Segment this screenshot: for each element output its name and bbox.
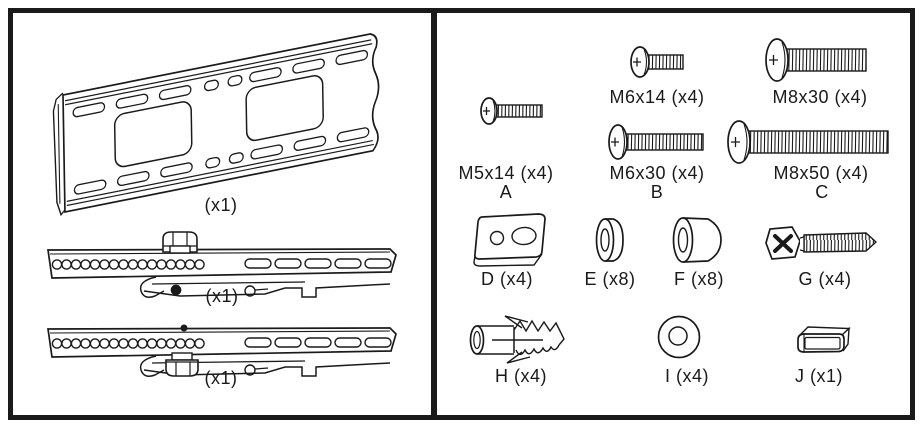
- bracket-arm-bottom-drawing: [47, 324, 397, 378]
- lag-bolt-label: G (x4): [798, 269, 852, 289]
- washer-label: I (x4): [664, 366, 710, 386]
- panel-divider: [431, 8, 437, 420]
- screw-m8x50-drawing: [727, 120, 889, 164]
- wall-anchor-drawing: [469, 315, 565, 364]
- spacer-plate-drawing: [473, 213, 546, 267]
- m8x50-label: M8x50 (x4): [773, 163, 869, 183]
- wall-anchor-label: H (x4): [495, 366, 547, 386]
- m6x14-label: M6x14 (x4): [609, 87, 705, 107]
- m6x30-letter: B: [650, 182, 664, 202]
- spacer-large-drawing: [672, 217, 722, 263]
- screw-m6x30-drawing: [608, 124, 704, 160]
- screw-m5x14-drawing: [480, 97, 543, 125]
- m8x50-letter: C: [815, 182, 829, 202]
- bracket-arm-top-drawing: [47, 231, 397, 299]
- spacer-small-drawing: [595, 218, 624, 262]
- end-cap-drawing: [797, 326, 851, 353]
- m8x30-label: M8x30 (x4): [772, 87, 868, 107]
- wall-plate-drawing: [52, 33, 380, 217]
- lag-bolt-drawing: [765, 226, 878, 260]
- m5x14-letter: A: [499, 182, 513, 202]
- spacer-large-label: F (x8): [674, 269, 724, 289]
- screw-m6x14-drawing: [630, 46, 684, 78]
- m6x30-label: M6x30 (x4): [609, 163, 705, 183]
- end-cap-label: J (x1): [795, 366, 843, 386]
- m5x14-label: M5x14 (x4): [458, 163, 554, 183]
- spacer-small-label: E (x8): [584, 269, 636, 289]
- arm-top-qty-label: (x1): [205, 286, 239, 306]
- arm-bottom-qty-label: (x1): [204, 368, 238, 388]
- spacer-plate-label: D (x4): [481, 269, 533, 289]
- washer-drawing: [657, 315, 701, 359]
- wall-plate-qty-label: (x1): [204, 195, 238, 215]
- screw-m8x30-drawing: [765, 38, 867, 82]
